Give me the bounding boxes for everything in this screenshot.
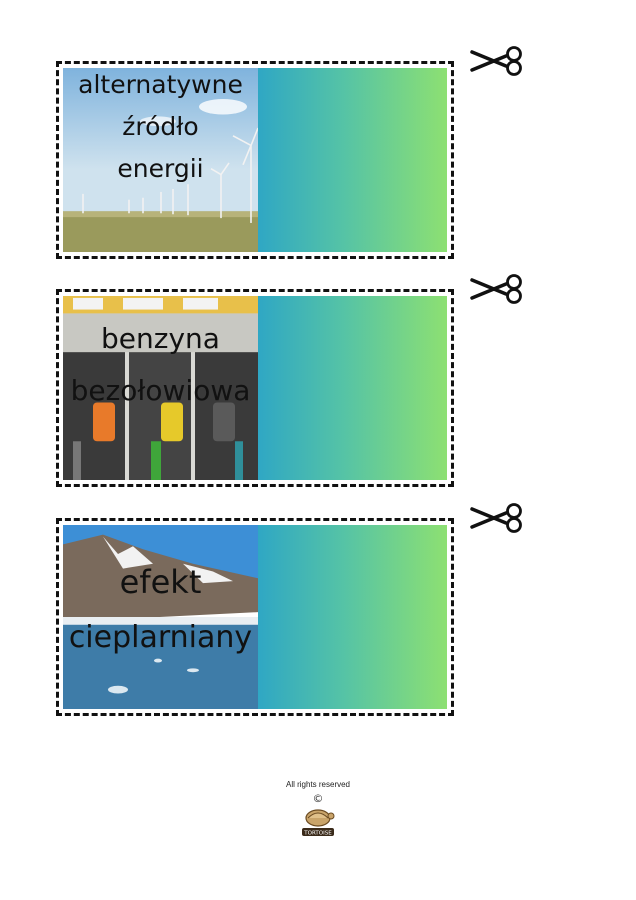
flashcard-3: efekt cieplarniany (56, 518, 454, 716)
gradient-panel (258, 525, 447, 709)
scissors-icon (470, 46, 522, 76)
caption-line: alternatywne (78, 70, 243, 99)
flashcard-2: benzyna bezołowiowa (56, 289, 454, 487)
copyright-symbol: © (312, 792, 324, 805)
arctic-glacier-photo: efekt cieplarniany (63, 525, 258, 709)
scissors-icon (470, 274, 522, 304)
tortoise-logo-icon: TORTOISE (302, 809, 335, 837)
caption-line: cieplarniany (68, 620, 253, 655)
logo-brand: TORTOISE (303, 831, 332, 837)
caption-line: źródło (122, 112, 199, 141)
caption-line: energii (117, 154, 204, 183)
caption-line: efekt (119, 563, 202, 601)
caption-line: benzyna (101, 322, 220, 355)
gradient-panel (258, 68, 447, 252)
gradient-panel (258, 296, 447, 480)
rights-text: All rights reserved (285, 780, 351, 789)
wind-turbines-photo: alternatywne źródło energii (63, 68, 258, 252)
scissors-icon (470, 503, 522, 533)
flashcard-1: alternatywne źródło energii (56, 61, 454, 259)
caption-line: bezołowiowa (70, 374, 251, 407)
fuel-pumps-photo: benzyna bezołowiowa (63, 296, 258, 480)
